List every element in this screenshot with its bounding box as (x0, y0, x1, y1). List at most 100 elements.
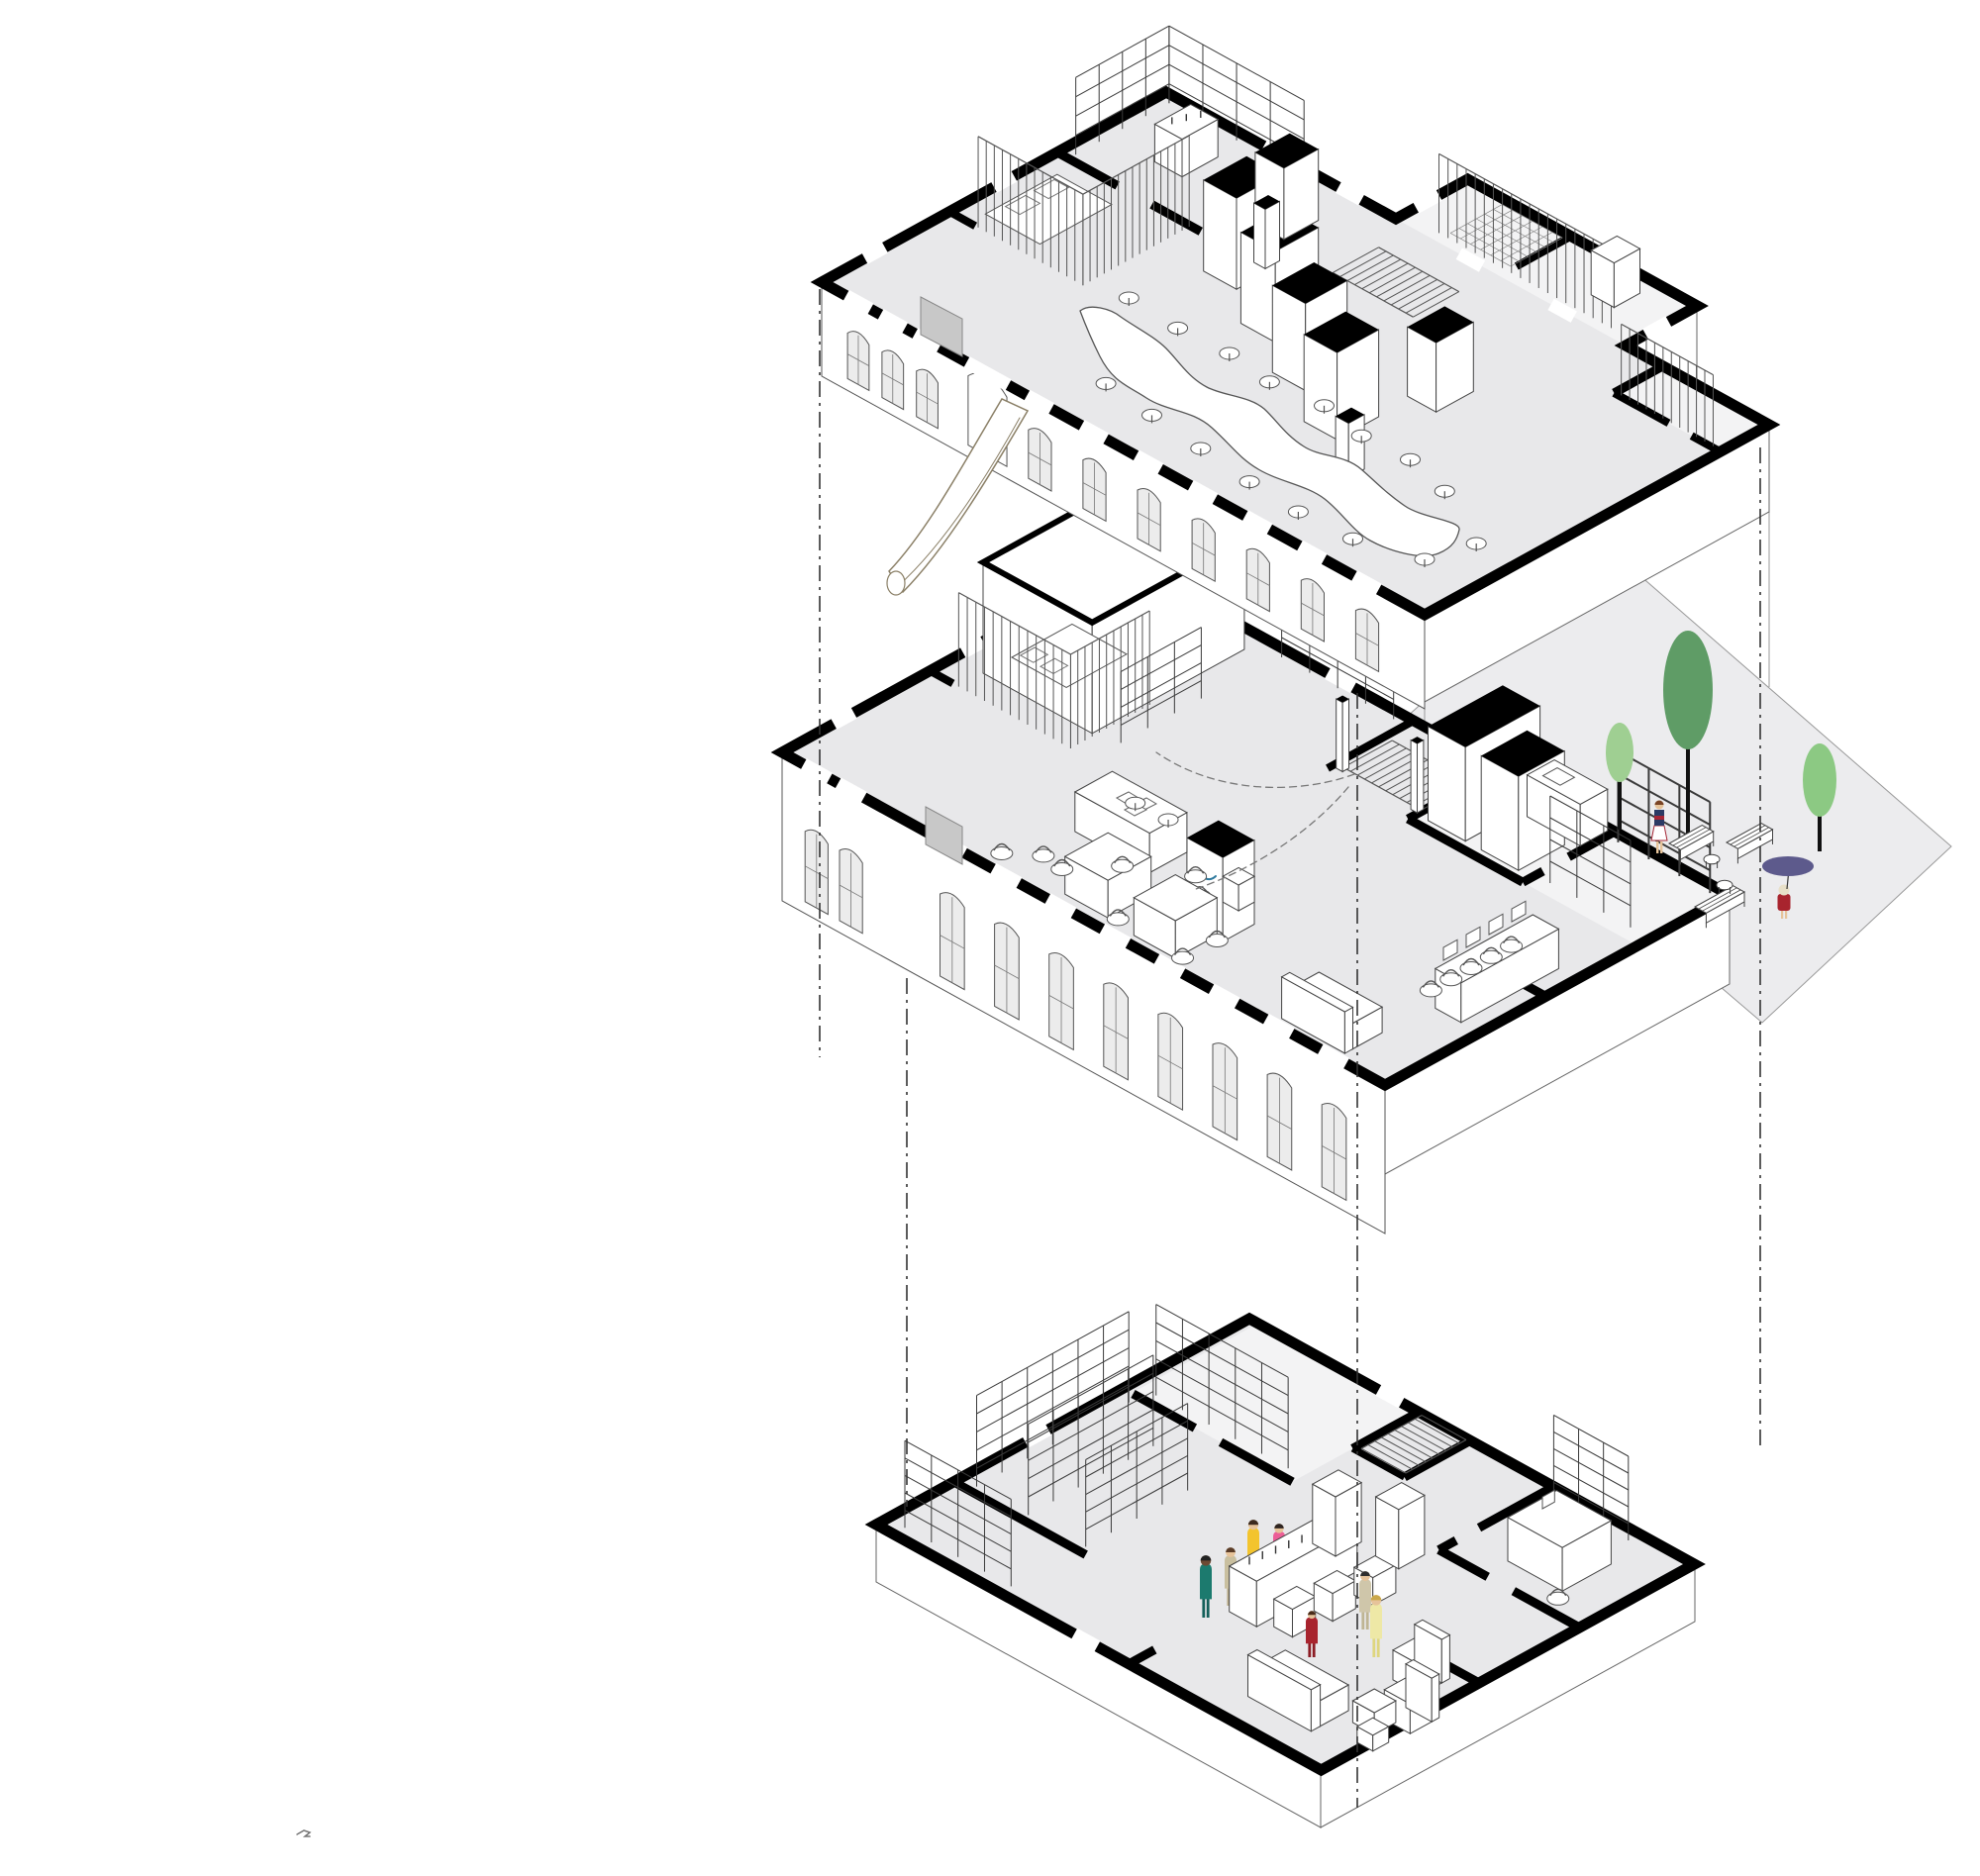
grate (1502, 204, 1563, 239)
box (1336, 407, 1365, 424)
chair (1053, 858, 1071, 867)
library-shelf (976, 1311, 1130, 1397)
slide-tip (886, 570, 906, 596)
top-stairs (1332, 271, 1414, 318)
bottom-stairs (1374, 1440, 1420, 1466)
library-shelf (1155, 1376, 1289, 1451)
library-shelf (1028, 1391, 1154, 1461)
library-shelf (904, 1492, 1012, 1552)
bottom-stairs (1360, 1447, 1407, 1474)
chair (1482, 946, 1500, 955)
coffee-table (1351, 1688, 1397, 1714)
box (1272, 262, 1347, 304)
gap (1642, 316, 1672, 341)
middle-facade (1322, 1145, 1347, 1160)
bottom-stairs (1421, 1415, 1467, 1440)
box (1431, 1673, 1440, 1724)
bottom-outer-wall (864, 1312, 1706, 1777)
chair (1035, 845, 1052, 853)
bottom-stairs (1408, 1422, 1453, 1448)
wall (1149, 200, 1203, 236)
box (1411, 737, 1424, 744)
chair (1546, 1591, 1570, 1606)
chair (1111, 858, 1135, 873)
gap (1350, 570, 1382, 596)
middle-facade (1212, 1085, 1238, 1100)
chair (1479, 949, 1503, 964)
slat-screen (1621, 323, 1714, 376)
person-striped-dress (1660, 841, 1663, 853)
wall (1402, 1436, 1473, 1481)
bottom-stairs (1387, 1432, 1434, 1459)
top-stairs (1376, 270, 1424, 298)
bottom-stairs (1381, 1436, 1427, 1463)
workshop-shelf (1075, 25, 1170, 78)
gap (1078, 420, 1110, 445)
top-facade (846, 353, 870, 367)
top-facade (1355, 633, 1379, 646)
study-shelf (1553, 1481, 1630, 1525)
gap (1262, 1013, 1295, 1039)
workshop-shelf (1168, 45, 1305, 121)
person-striped-dress (1654, 816, 1664, 820)
gap (1208, 983, 1240, 1010)
monitor (1442, 938, 1458, 961)
wall (1406, 815, 1526, 887)
wall (1514, 233, 1573, 270)
gap (990, 862, 1023, 889)
person-red-seated (1306, 1617, 1318, 1644)
person-teal (1202, 1596, 1206, 1618)
person-yellow (1247, 1520, 1259, 1526)
chair (993, 842, 1011, 851)
person-umbrella (1762, 856, 1814, 876)
box (1374, 1482, 1426, 1511)
tree-small-left (1606, 723, 1634, 782)
top-outer-wall (810, 85, 1781, 622)
box (1303, 333, 1338, 442)
shelf (1281, 637, 1394, 700)
top-stairs (1346, 254, 1394, 281)
box (1440, 1633, 1450, 1684)
library-shelf (904, 1457, 1012, 1518)
gap (1375, 1384, 1405, 1409)
gap (835, 777, 867, 804)
grate (1510, 237, 1563, 267)
monitor (1511, 900, 1527, 923)
study-shelf (1553, 1464, 1630, 1508)
poly (1614, 365, 1769, 452)
bottom-stairs (1414, 1418, 1460, 1444)
library-shelf (1155, 1358, 1289, 1432)
slide-layer (886, 398, 1030, 596)
person-striped-dress (1656, 841, 1659, 853)
library-shelf (1085, 1420, 1188, 1478)
path (896, 417, 1021, 588)
chair (990, 846, 1014, 860)
person-striped-dress (1654, 810, 1664, 816)
top-facade (881, 372, 904, 386)
gap (831, 707, 857, 730)
grate (1500, 232, 1553, 261)
top-stairs (1383, 274, 1431, 302)
middle-stairs (1385, 763, 1436, 792)
poly (1132, 1323, 1420, 1482)
middle-facade (1103, 1025, 1129, 1039)
chair (1205, 934, 1229, 947)
wall-board (920, 296, 963, 357)
middle-stairs (1342, 766, 1422, 811)
bench (1702, 889, 1741, 912)
wardrobe (1481, 730, 1565, 777)
marks (296, 1829, 312, 1837)
wall (1612, 389, 1671, 427)
gap (1133, 449, 1164, 475)
middle-facade (839, 884, 863, 899)
bottom-stairs (1367, 1444, 1414, 1470)
outdoor-stool (1716, 879, 1733, 891)
box (1246, 1648, 1322, 1691)
box (1404, 1659, 1440, 1679)
chair (1032, 848, 1055, 863)
bench (1667, 825, 1715, 850)
box (1304, 311, 1379, 353)
study-shelf (1553, 1431, 1630, 1474)
person-striped-dress (1654, 800, 1664, 805)
gap (1335, 181, 1365, 206)
